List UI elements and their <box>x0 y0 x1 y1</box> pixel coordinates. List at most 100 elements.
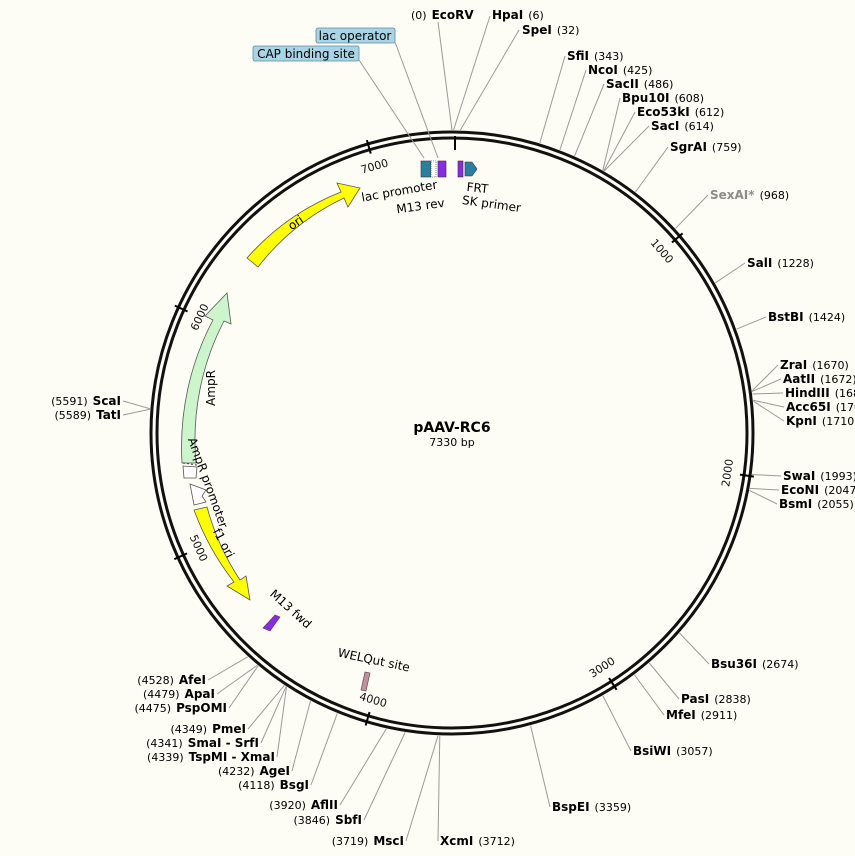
feature-ampr-promoter[interactable] <box>182 465 198 479</box>
site-label-bsiwi[interactable]: BsiWI(3057) <box>633 744 713 758</box>
site-label-msci[interactable]: (3719)MscI <box>332 834 404 848</box>
site-leader-line <box>405 735 439 842</box>
site-label-hpai[interactable]: HpaI(6) <box>492 8 544 22</box>
site-labels: (0)EcoRV HpaI(6) SpeI(32) SfiI(343) NcoI… <box>411 8 855 848</box>
feature-ampr-promoter-arrow[interactable] <box>189 483 207 506</box>
site-leader-line <box>749 489 778 505</box>
site-label-bsu36i[interactable]: Bsu36I(2674) <box>711 657 799 671</box>
ruler-label: 4000 <box>358 690 389 710</box>
cap-site-box <box>252 45 360 62</box>
site-label-ncoi[interactable]: NcoI(425) <box>588 63 652 77</box>
site-label-bspei[interactable]: BspEI(3359) <box>552 800 631 814</box>
feature-m13-fwd[interactable] <box>262 614 281 632</box>
feature-sk-primer[interactable] <box>464 161 478 177</box>
ruler-tick <box>365 139 372 154</box>
ruler-label: 2000 <box>719 458 736 488</box>
site-leader-line <box>228 665 259 709</box>
site-label-tati[interactable]: (5589)TatI <box>54 408 121 422</box>
site-label-acc65i[interactable]: Acc65I(1706) <box>786 400 855 414</box>
ruler-tick <box>174 304 188 313</box>
cap-site-label[interactable]: CAP binding site <box>257 47 355 61</box>
site-leader-line <box>602 97 621 171</box>
ruler-tick <box>671 232 684 244</box>
site-leader-line <box>752 392 784 395</box>
site-label-bsgi[interactable]: (4118)BsgI <box>238 778 309 792</box>
site-label-ecorv[interactable]: (0)EcoRV <box>411 8 474 22</box>
site-label-hindiii[interactable]: HindIII(1682) <box>785 386 855 400</box>
site-label-pmei[interactable]: (4349)PmeI <box>171 722 246 736</box>
site-label-eco53ki[interactable]: Eco53kI(612) <box>637 105 724 119</box>
site-label-zrai[interactable]: ZraI(1670) <box>780 358 849 372</box>
site-label-apai[interactable]: (4479)ApaI <box>143 687 215 701</box>
site-leader-line <box>122 400 151 410</box>
site-leader-line <box>679 632 710 665</box>
site-label-mfei[interactable]: MfeI(2911) <box>666 708 737 722</box>
site-leader-line <box>753 400 785 422</box>
ruler-tick <box>739 473 755 478</box>
site-label-swai[interactable]: SwaI(1993) <box>783 469 855 483</box>
site-label-scai[interactable]: (5591)ScaI <box>51 394 121 408</box>
plasmid-backbone-outer <box>149 130 755 736</box>
site-leader-line <box>753 399 785 408</box>
feature-f1-ori[interactable] <box>193 506 251 601</box>
site-leader-line <box>539 55 566 144</box>
site-leader-line <box>675 194 709 229</box>
feature-welqut-site[interactable] <box>360 671 371 692</box>
site-label-spei[interactable]: SpeI(32) <box>522 23 579 37</box>
plasmid-size: 7330 bp <box>429 436 474 449</box>
site-leader-lines <box>122 15 785 842</box>
site-label-smai-srfi[interactable]: (4341)SmaI - SrfI <box>146 736 259 750</box>
site-leader-line <box>276 686 288 758</box>
site-leader-line <box>453 15 491 131</box>
site-label-sfii[interactable]: SfiI(343) <box>567 49 624 63</box>
site-label-kpni[interactable]: KpnI(1710) <box>786 414 855 428</box>
site-label-agei[interactable]: (4232)AgeI <box>218 764 290 778</box>
site-label-bsmi[interactable]: BsmI(2055) <box>779 497 854 511</box>
site-leader-line <box>207 656 248 681</box>
site-label-bstbi[interactable]: BstBI(1424) <box>768 310 845 324</box>
site-label-pasi[interactable]: PasI(2838) <box>681 692 751 706</box>
site-labels-left: (3719)MscI (3846)SbfI (3920)AflII (4118)… <box>51 394 404 848</box>
site-label-sali[interactable]: SalI(1228) <box>747 256 814 270</box>
site-leader-line <box>634 674 665 716</box>
site-leader-line <box>437 21 453 131</box>
ruler-tick <box>364 711 371 726</box>
ruler-label: 3000 <box>587 654 618 680</box>
site-label-aflii[interactable]: (3920)AflII <box>269 798 338 812</box>
ruler-label: 7000 <box>359 156 390 176</box>
site-label-sbfi[interactable]: (3846)SbfI <box>294 813 363 827</box>
feature-lac-operator[interactable] <box>430 160 437 178</box>
site-leader-line <box>216 664 258 695</box>
site-leader-line <box>459 29 520 131</box>
lac-operator-label[interactable]: lac operator <box>319 29 392 43</box>
site-leader-line <box>574 83 605 157</box>
site-label-xcmi[interactable]: XcmI(3712) <box>440 834 515 848</box>
site-label-saci[interactable]: SacI(614) <box>651 119 714 133</box>
feature-m13-rev[interactable] <box>437 160 447 178</box>
site-label-aatii[interactable]: AatII(1672) <box>783 372 855 386</box>
feature-label-frt: FRT <box>466 180 490 196</box>
site-label-sexai[interactable]: SexAI*(968) <box>710 188 789 202</box>
site-label-bpu10i[interactable]: Bpu10I(608) <box>622 91 704 105</box>
site-label-sacii[interactable]: SacII(486) <box>606 77 673 91</box>
site-label-pspomi[interactable]: (4475)PspOMI <box>134 701 227 715</box>
site-leader-line <box>751 378 782 392</box>
site-leader-line <box>291 700 311 772</box>
site-leader-line <box>122 408 151 416</box>
site-label-afei[interactable]: (4528)AfeI <box>137 673 206 687</box>
feature-ori[interactable] <box>246 182 361 268</box>
plasmid-name: pAAV-RC6 <box>413 420 490 436</box>
site-leader-line <box>260 686 287 744</box>
feature-frt[interactable] <box>457 160 464 178</box>
site-leader-line <box>602 695 632 752</box>
site-leader-line <box>559 69 587 151</box>
site-label-sgrai[interactable]: SgrAI(759) <box>670 140 742 154</box>
site-label-tspmi-xmai[interactable]: (4339)TspMI - XmaI <box>147 750 275 764</box>
feature-label-welqut-site: WELQut site <box>336 646 411 675</box>
site-leader-line <box>648 662 680 700</box>
feature-lac-promoter[interactable] <box>420 160 432 178</box>
site-label-econi[interactable]: EcoNI(2047) <box>781 483 855 497</box>
feature-ampr[interactable] <box>181 292 232 464</box>
site-leader-line <box>363 732 406 821</box>
